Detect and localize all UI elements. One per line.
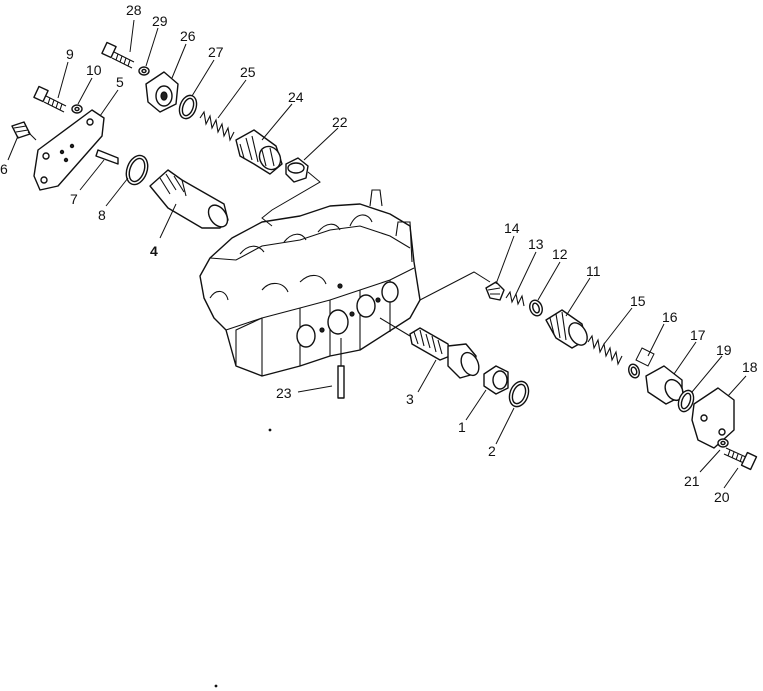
spool-24 (235, 129, 283, 175)
callout-10: 10 (86, 62, 102, 78)
cap-1 (483, 365, 509, 395)
cap-26 (145, 71, 179, 113)
callout-14: 14 (504, 220, 520, 236)
callout-20: 20 (714, 489, 730, 505)
part-16 (628, 363, 640, 379)
callout-5-top: 5 (116, 74, 124, 90)
washer-10 (71, 104, 83, 114)
bolt-20 (723, 447, 758, 471)
part-12 (529, 299, 543, 317)
callout-26: 26 (180, 28, 196, 44)
spring-13 (505, 290, 525, 307)
callout-18: 18 (742, 359, 758, 375)
callout-25: 25 (240, 64, 256, 80)
callout-1: 1 (458, 419, 466, 435)
callout-19: 19 (716, 342, 732, 358)
o-ring-27 (178, 94, 198, 120)
callout-4: 4 (150, 243, 158, 259)
callout-13: 13 (528, 236, 544, 252)
spring-15 (587, 334, 623, 366)
cap-22 (285, 157, 309, 183)
callout-15: 15 (630, 293, 646, 309)
pin-7 (95, 149, 119, 165)
pin-23 (337, 338, 345, 399)
callout-27: 27 (208, 44, 224, 60)
callout-29: 29 (152, 13, 168, 29)
callout-16: 16 (662, 309, 678, 325)
callout-23: 23 (276, 385, 292, 401)
cover-plate-18 (691, 387, 735, 449)
callout-8: 8 (98, 207, 106, 223)
callout-22: 22 (332, 114, 348, 130)
o-ring-19 (677, 389, 695, 413)
callout-6: 6 (0, 161, 8, 177)
bolt-28 (101, 41, 135, 69)
washer-29 (138, 66, 150, 76)
scan-speck (214, 684, 218, 688)
part-14 (485, 281, 505, 301)
cover-plate-5 (33, 109, 105, 191)
scan-speck (268, 428, 272, 432)
callout-21: 21 (684, 473, 700, 489)
callout-12: 12 (552, 246, 568, 262)
callout-17: 17 (690, 327, 706, 343)
callout-labels: 28 29 26 9 10 5 27 25 24 22 6 7 8 4 14 1… (0, 2, 758, 505)
plug-6 (11, 121, 37, 141)
spring-25 (199, 110, 235, 142)
callout-11: 11 (586, 263, 601, 279)
valve-spool-4 (149, 169, 229, 229)
washer-21 (717, 438, 729, 448)
callout-24: 24 (288, 89, 304, 105)
valve-body (199, 189, 421, 377)
o-ring-2 (508, 380, 530, 408)
bolt-9 (33, 85, 67, 113)
callout-3: 3 (406, 391, 414, 407)
spool-3 (379, 317, 480, 379)
o-ring-8 (125, 154, 149, 186)
spool-11 (545, 309, 588, 349)
callout-28: 28 (126, 2, 142, 18)
callout-7: 7 (70, 191, 78, 207)
assembly-line-top (261, 171, 321, 227)
assembly-line-right (419, 271, 491, 301)
callout-2: 2 (488, 443, 496, 459)
callout-9: 9 (66, 46, 74, 62)
leader-lines (7, 19, 747, 489)
